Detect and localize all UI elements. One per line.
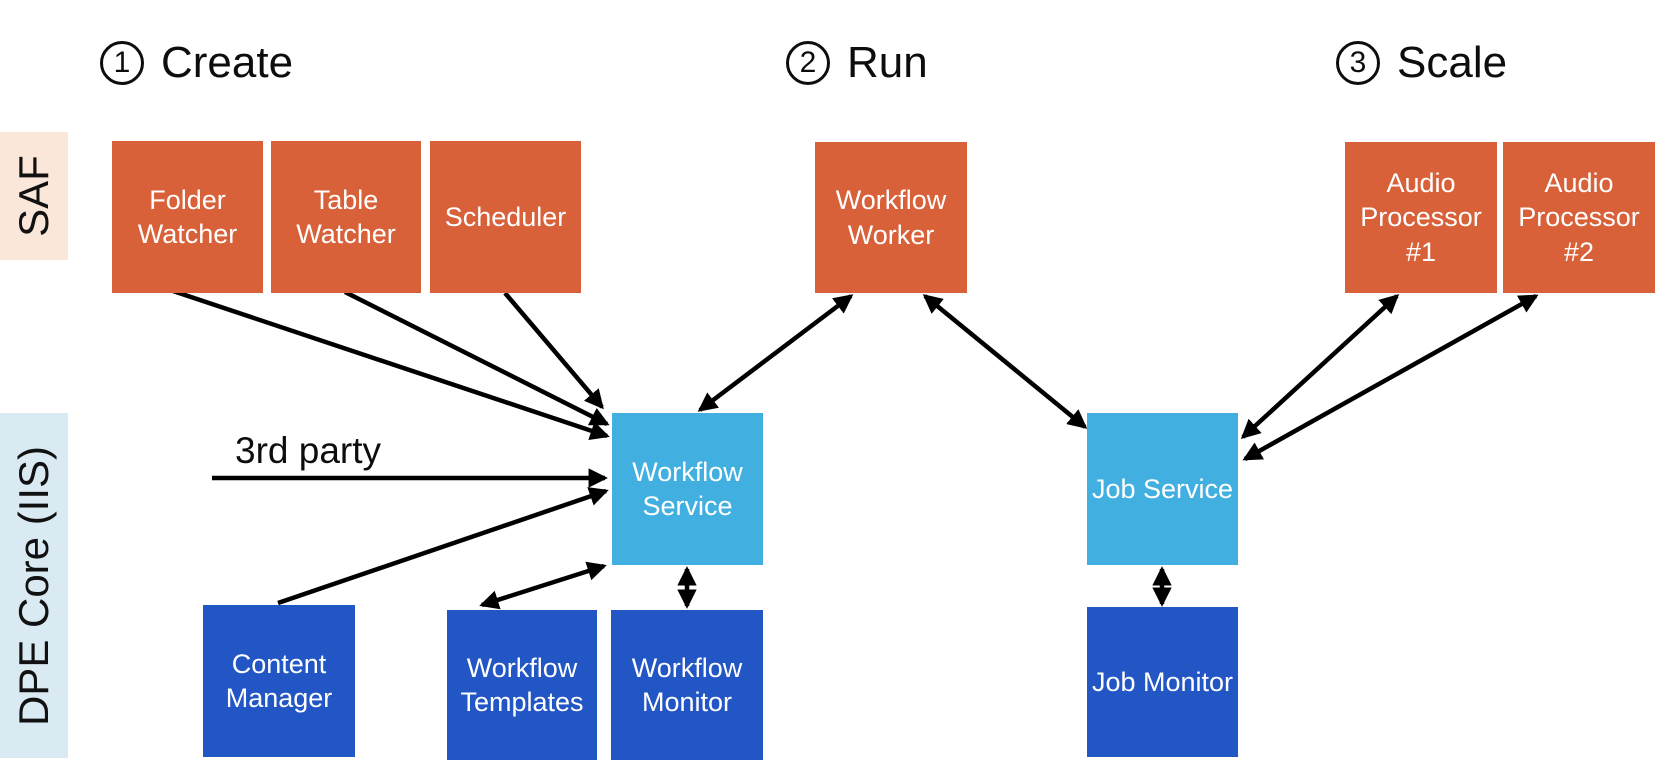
node-job-monitor: Job Monitor <box>1087 607 1238 757</box>
section-header-create: 1 Create <box>100 38 293 88</box>
node-folder-watcher: Folder Watcher <box>112 141 263 293</box>
node-scheduler: Scheduler <box>430 141 581 293</box>
node-workflow-service: Workflow Service <box>612 413 763 565</box>
node-content-manager: Content Manager <box>203 605 355 757</box>
edge-scheduler-to-workflow-service <box>503 291 604 410</box>
edge-job-service-to-audio-processor-1 <box>1240 294 1400 439</box>
node-job-service: Job Service <box>1087 413 1238 565</box>
node-workflow-worker: Workflow Worker <box>815 142 967 293</box>
step-2-circle: 2 <box>786 41 830 85</box>
node-workflow-templates: Workflow Templates <box>447 610 597 760</box>
step-3-circle: 3 <box>1336 41 1380 85</box>
section-run-label: Run <box>847 38 928 87</box>
node-workflow-monitor: Workflow Monitor <box>611 610 763 760</box>
third-party-label: 3rd party <box>235 430 382 471</box>
lane-dpe-core: DPE Core (IIS) <box>0 413 68 758</box>
edge-content-manager-to-workflow-service <box>277 487 609 606</box>
section-create-label: Create <box>161 38 294 87</box>
edge-job-service-to-audio-processor-2 <box>1242 294 1539 461</box>
edge-table-watcher-to-workflow-service <box>343 289 610 427</box>
step-1-circle: 1 <box>100 41 144 85</box>
edge-workflow-service-to-workflow-worker <box>697 294 854 412</box>
edge-workflow-worker-to-job-service <box>922 294 1088 429</box>
node-table-watcher: Table Watcher <box>271 141 421 293</box>
node-audio-processor-2: Audio Processor #2 <box>1503 142 1655 293</box>
node-audio-processor-1: Audio Processor #1 <box>1345 142 1497 293</box>
lane-saf-label: SAF <box>10 155 57 237</box>
lane-saf: SAF <box>0 132 68 260</box>
section-scale-label: Scale <box>1397 38 1508 87</box>
edge-folder-watcher-to-workflow-service <box>172 288 610 440</box>
edge-workflow-service-to-workflow-templates <box>479 561 607 610</box>
lane-dpe-core-label: DPE Core (IIS) <box>10 445 57 726</box>
section-header-scale: 3 Scale <box>1336 38 1507 88</box>
section-header-run: 2 Run <box>786 38 928 88</box>
